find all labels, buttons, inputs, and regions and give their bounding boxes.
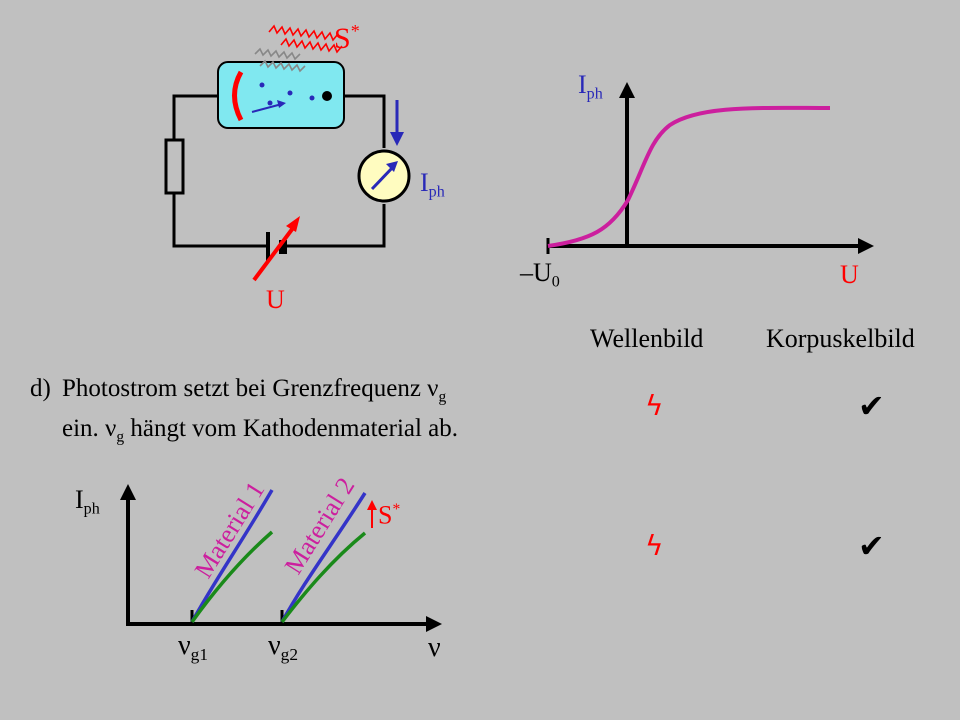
iu-x-label: U	[840, 260, 859, 289]
freq-y-axis-arrow	[120, 484, 136, 500]
voltage-arrowhead	[286, 216, 300, 232]
iu-curve	[547, 105, 831, 248]
light-wave-red-2	[280, 37, 343, 54]
ammeter-needle-head	[386, 161, 398, 172]
iu-y-label: Iph	[578, 70, 603, 103]
circuit-source-label: S*	[334, 21, 360, 55]
iu-u0-label: –U0	[520, 258, 560, 291]
light-wave-gray-1	[254, 47, 301, 61]
electron-3	[309, 95, 315, 101]
circuit-diagram	[164, 24, 411, 282]
material2-blue-curve	[280, 492, 367, 623]
circuit-wires-right	[340, 94, 386, 148]
voltage-adjust-arrow	[252, 222, 298, 282]
particle-check-icon-2: ✔	[858, 527, 885, 565]
freq-y-label: Iph	[75, 485, 100, 518]
circuit-voltage-label: U	[266, 285, 285, 314]
ammeter-needle	[370, 164, 396, 191]
cathode	[232, 70, 244, 122]
column-header-particle: Korpuskelbild	[766, 324, 915, 353]
electron-arrowhead	[277, 100, 286, 108]
freq-x-label: ν	[428, 632, 441, 663]
iu-graph	[546, 82, 874, 254]
iu-y-axis-arrow	[619, 82, 635, 98]
material2-green-curve	[280, 531, 367, 624]
anode	[322, 91, 332, 101]
material1-blue-curve	[190, 489, 274, 623]
material1-green-curve	[190, 530, 274, 624]
freq-source-label: S*	[378, 500, 401, 530]
electron-2	[287, 90, 293, 96]
current-arrowhead	[390, 132, 404, 146]
electron-4	[267, 100, 273, 106]
circuit-wires-bottom	[286, 204, 386, 248]
electron-arrow	[251, 103, 283, 113]
ng1-label: νg1	[178, 630, 209, 665]
particle-check-icon: ✔	[858, 387, 885, 425]
iu-x-axis-arrow	[858, 238, 874, 254]
freq-x-axis-arrow	[426, 616, 442, 632]
light-wave-gray-2	[259, 59, 306, 73]
light-wave-red-1	[268, 24, 339, 42]
electron-1	[259, 82, 265, 88]
freq-graph	[120, 484, 442, 632]
statement-prefix: d)	[30, 375, 51, 402]
wave-contradiction-icon: ϟ	[645, 389, 664, 422]
resistor	[164, 138, 185, 195]
statement-line-1: Photostrom setzt bei Grenzfrequenz νg	[62, 375, 447, 406]
wave-contradiction-icon-2: ϟ	[645, 529, 664, 562]
statement-line-2: ein. νg hängt vom Kathodenmaterial ab.	[62, 415, 459, 446]
circuit-current-label: Iph	[420, 168, 445, 201]
column-header-wave: Wellenbild	[590, 324, 704, 353]
ng2-label: νg2	[268, 630, 299, 665]
intensity-arrowhead	[367, 500, 377, 510]
